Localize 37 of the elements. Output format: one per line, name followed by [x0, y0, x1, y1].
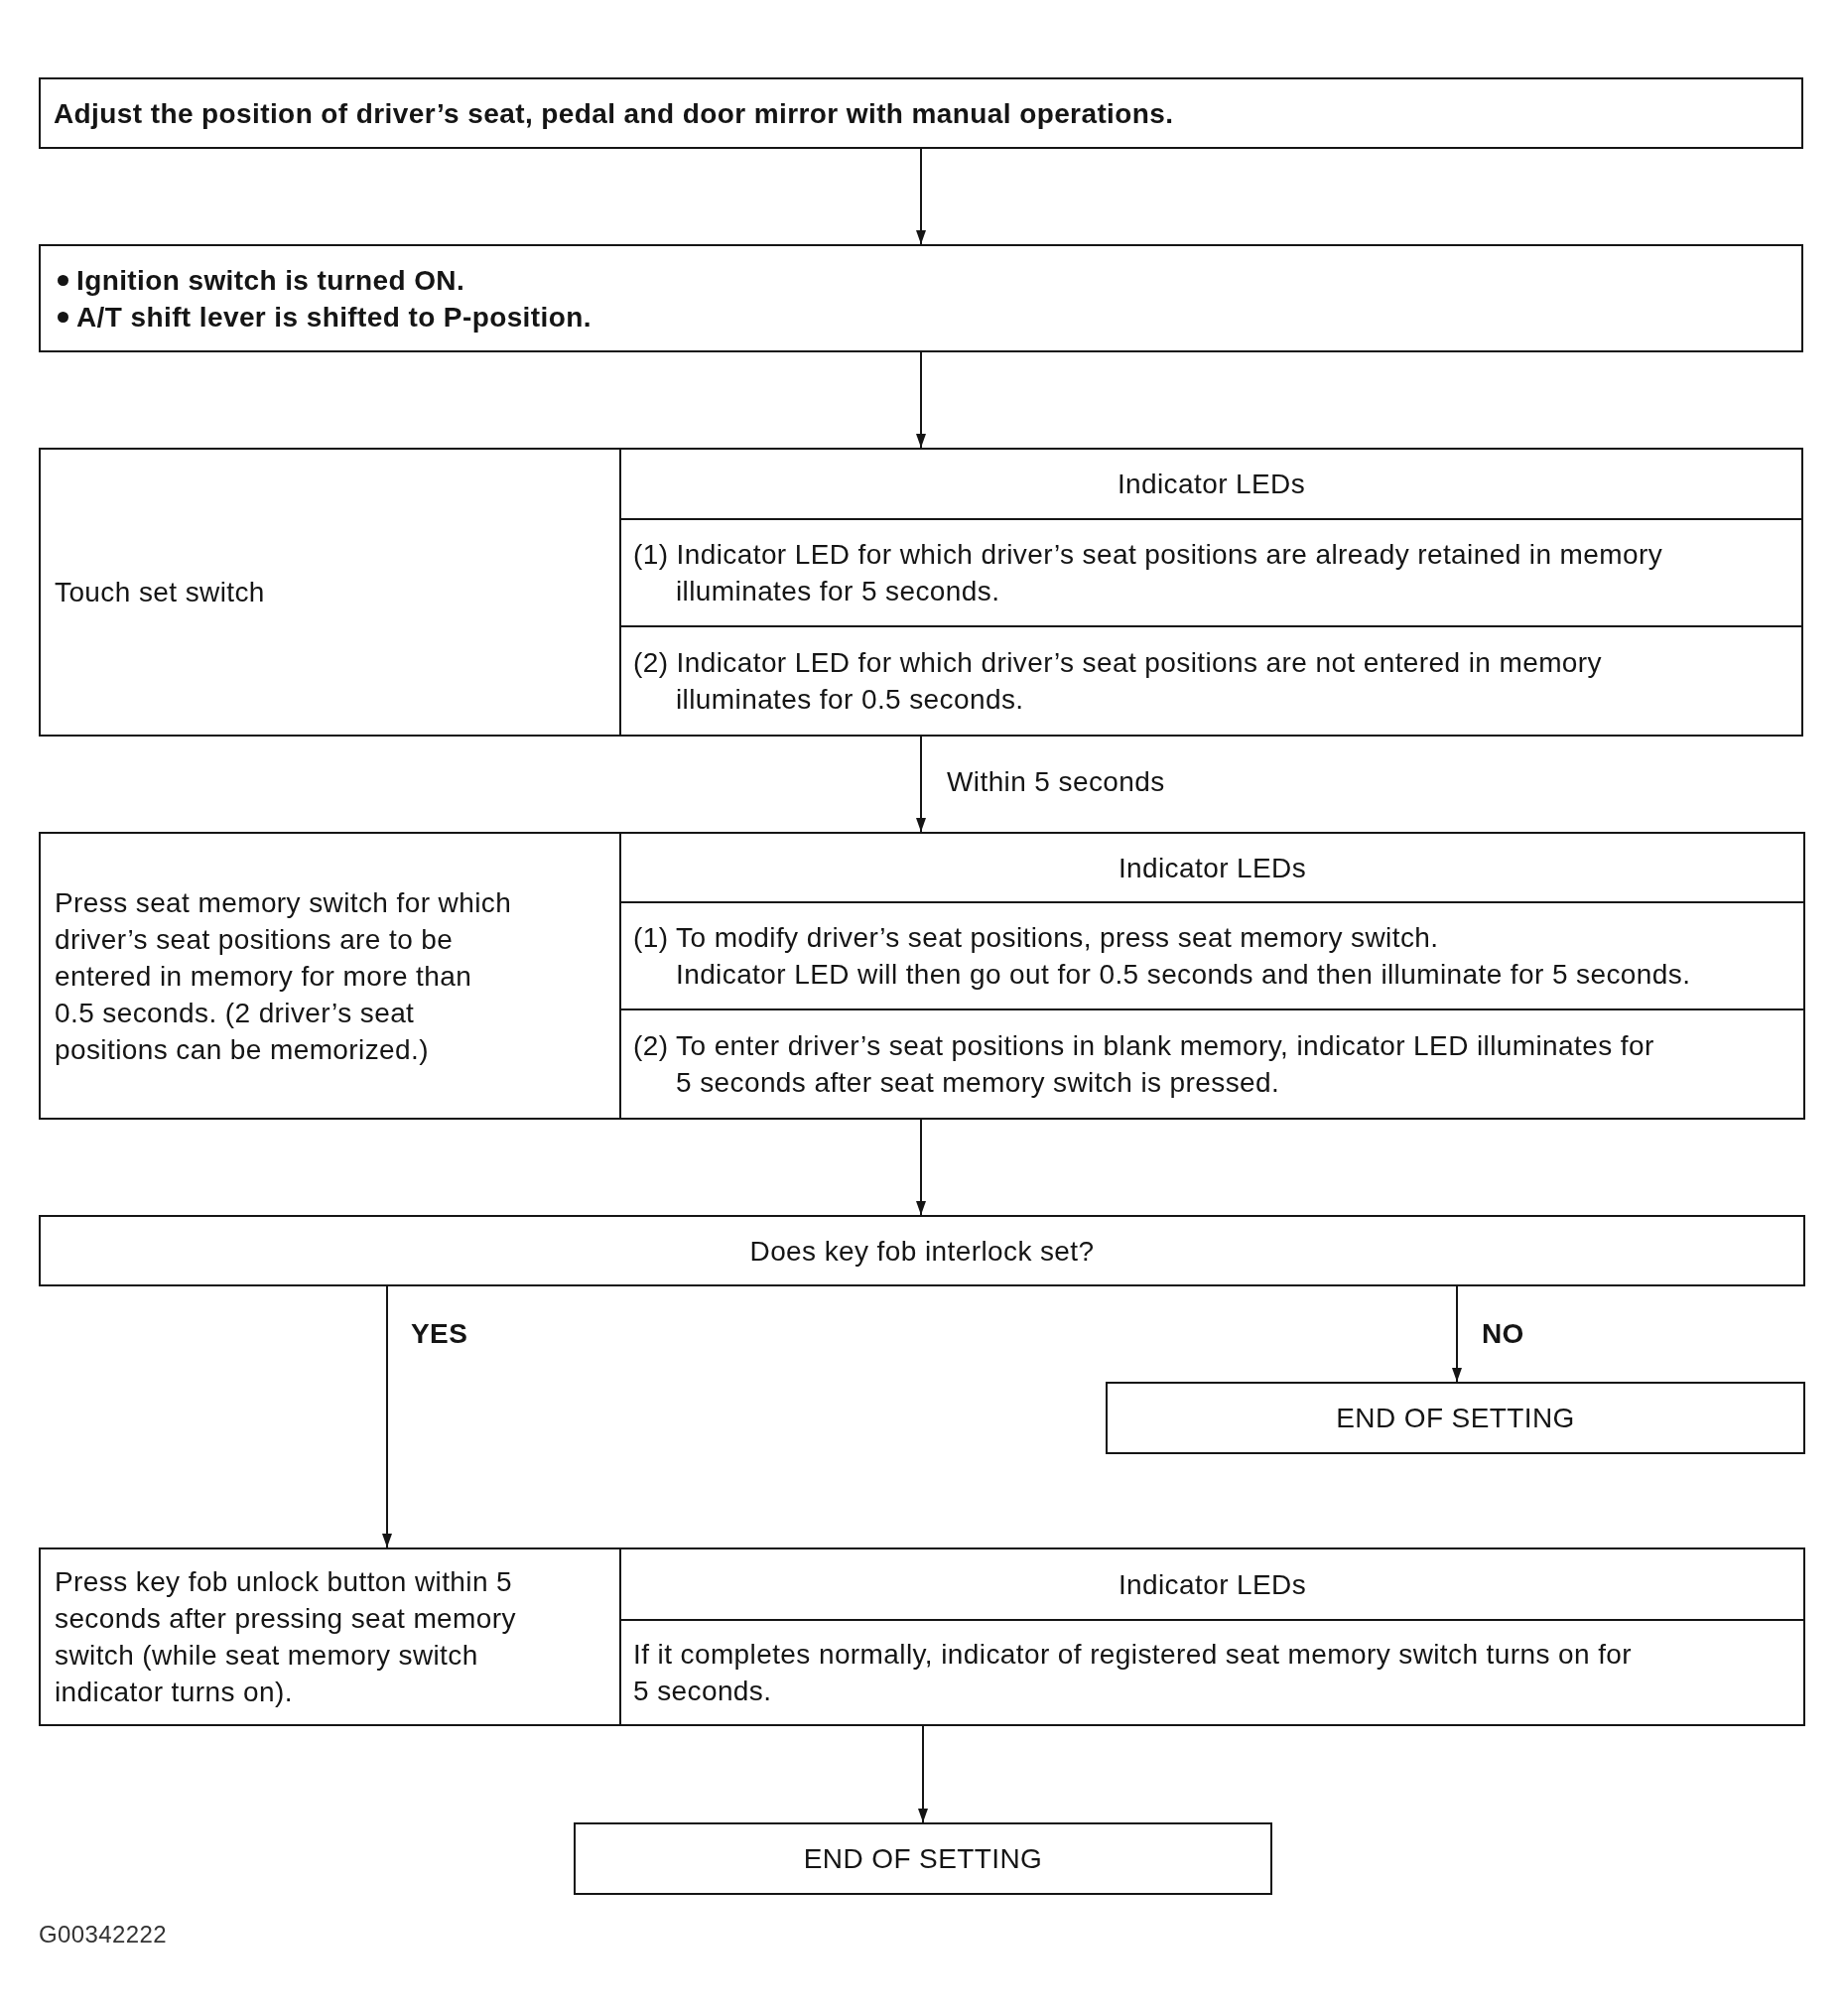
cell-text: (2) To enter driver’s seat positions in blank memory, indicator LED illuminates for 5 seconds after seat memory switch is pressed.	[633, 1029, 1655, 1100]
table-frame	[39, 448, 1803, 737]
cell-text: If it completes normally, indicator of registered seat memory switch turns on for 5 seconds.	[633, 1638, 1634, 1708]
end-box	[574, 1822, 1272, 1895]
edge-label: Within 5 seconds	[947, 764, 1165, 799]
arrow	[916, 1119, 926, 1216]
figure-code: G00342222	[39, 1920, 168, 1949]
decision-box	[39, 1215, 1805, 1286]
question-text: Does key fob interlock set?	[749, 1234, 1095, 1269]
header-text: Indicator LEDs	[1118, 1567, 1307, 1602]
end-text: END OF SETTING	[1336, 1402, 1575, 1435]
arrow	[916, 351, 926, 449]
cell-text: (2) Indicator LED for which driver’s seat positions are not entered in memory illuminates for 0.5 seconds.	[633, 646, 1603, 717]
cell-text: Touch set switch	[55, 576, 265, 609]
arrow	[916, 148, 926, 245]
cell-text: Press key fob unlock button within 5 seconds after pressing seat memory switch (while seat memory switch indicator turns on).	[55, 1565, 517, 1709]
arrow	[916, 736, 926, 833]
cell-text: Indicator LED will then go out for 0.5 seconds and then illuminate for 5 seconds.	[675, 958, 1691, 992]
step-text: A/T shift lever is shifted to P-position.	[76, 300, 592, 335]
cell-text: (1) To modify driver’s seat positions, press seat memory switch.	[633, 921, 1439, 955]
header-text: Indicator LEDs	[1117, 468, 1306, 501]
cell-text: (1) Indicator LED for which driver’s seat positions are already retained in memory illuminates for 5 seconds.	[633, 538, 1664, 608]
cell-text: Press seat memory switch for which driver’s seat positions are to be entered in memory for more than 0.5 seconds. (2 driver’s seat positions can be memorized.)	[55, 885, 513, 1067]
step-box	[39, 77, 1803, 149]
end-box	[1106, 1382, 1805, 1454]
arrow	[918, 1725, 928, 1823]
step-text: Ignition switch is turned ON.	[76, 263, 465, 298]
header-text: Indicator LEDs	[1118, 851, 1307, 885]
arrow	[1452, 1285, 1462, 1383]
end-text: END OF SETTING	[803, 1842, 1043, 1876]
step-box	[39, 244, 1803, 352]
step-text: Adjust the position of driver’s seat, pedal and door mirror with manual operations.	[54, 96, 1174, 131]
arrow	[382, 1285, 392, 1548]
table-frame	[39, 1547, 1805, 1726]
table-frame	[39, 832, 1805, 1120]
edge-label: YES	[411, 1316, 468, 1351]
edge-label: NO	[1482, 1316, 1524, 1351]
